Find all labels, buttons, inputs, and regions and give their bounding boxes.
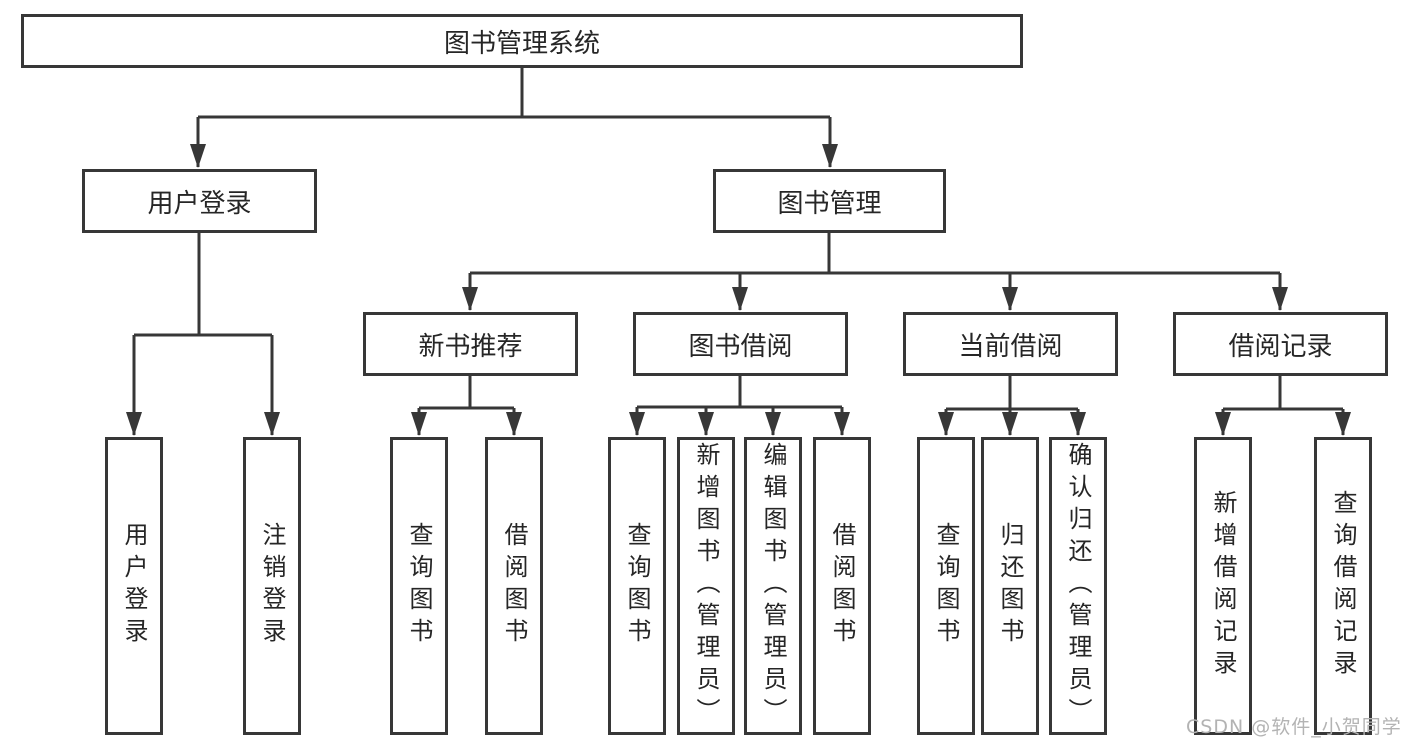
leaf-return-books: 归还图书	[981, 437, 1039, 735]
node-book-borrowing: 图书借阅	[633, 312, 848, 376]
node-book-management: 图书管理	[713, 169, 946, 233]
leaf-label: 查询图书	[932, 522, 960, 650]
leaf-borrow-books: 借阅图书	[813, 437, 871, 735]
leaf-label: 查询图书	[405, 522, 433, 650]
node-new-book-recommendation: 新书推荐	[363, 312, 578, 376]
leaf-label: 新增图书（管理员）	[692, 442, 720, 730]
leaf-label: 归还图书	[996, 522, 1024, 650]
node-borrowing-records: 借阅记录	[1173, 312, 1388, 376]
leaf-user-login: 用户登录	[105, 437, 163, 735]
leaf-add-books-admin: 新增图书（管理员）	[677, 437, 735, 735]
node-label: 图书管理	[777, 188, 882, 219]
node-label: 借阅记录	[1228, 331, 1333, 362]
leaf-label: 用户登录	[120, 522, 148, 650]
node-library-management-system: 图书管理系统	[21, 14, 1023, 68]
leaf-borrow-books-recommend: 借阅图书	[485, 437, 543, 735]
node-user-login: 用户登录	[82, 169, 317, 233]
leaf-logout: 注销登录	[243, 437, 301, 735]
leaf-label: 确认归还（管理员）	[1064, 442, 1092, 730]
leaf-query-borrow-record: 查询借阅记录	[1314, 437, 1372, 735]
leaf-query-books-recommend: 查询图书	[390, 437, 448, 735]
leaf-label: 编辑图书（管理员）	[759, 442, 787, 730]
leaf-add-borrow-record: 新增借阅记录	[1194, 437, 1252, 735]
leaf-edit-books-admin: 编辑图书（管理员）	[744, 437, 802, 735]
leaf-label: 新增借阅记录	[1209, 490, 1237, 682]
leaf-label: 查询借阅记录	[1329, 490, 1357, 682]
node-label: 图书借阅	[688, 331, 793, 362]
leaf-label: 查询图书	[623, 522, 651, 650]
node-label: 图书管理系统	[443, 28, 600, 59]
leaf-query-books-current: 查询图书	[917, 437, 975, 735]
leaf-confirm-return-admin: 确认归还（管理员）	[1049, 437, 1107, 735]
csdn-watermark: CSDN @软件_小贺同学	[1186, 716, 1402, 738]
node-label: 新书推荐	[418, 331, 523, 362]
leaf-label: 借阅图书	[500, 522, 528, 650]
leaf-label: 借阅图书	[828, 522, 856, 650]
node-label: 用户登录	[147, 188, 252, 219]
leaf-query-books-borrow: 查询图书	[608, 437, 666, 735]
leaf-label: 注销登录	[258, 522, 286, 650]
node-label: 当前借阅	[958, 331, 1063, 362]
node-current-borrowing: 当前借阅	[903, 312, 1118, 376]
